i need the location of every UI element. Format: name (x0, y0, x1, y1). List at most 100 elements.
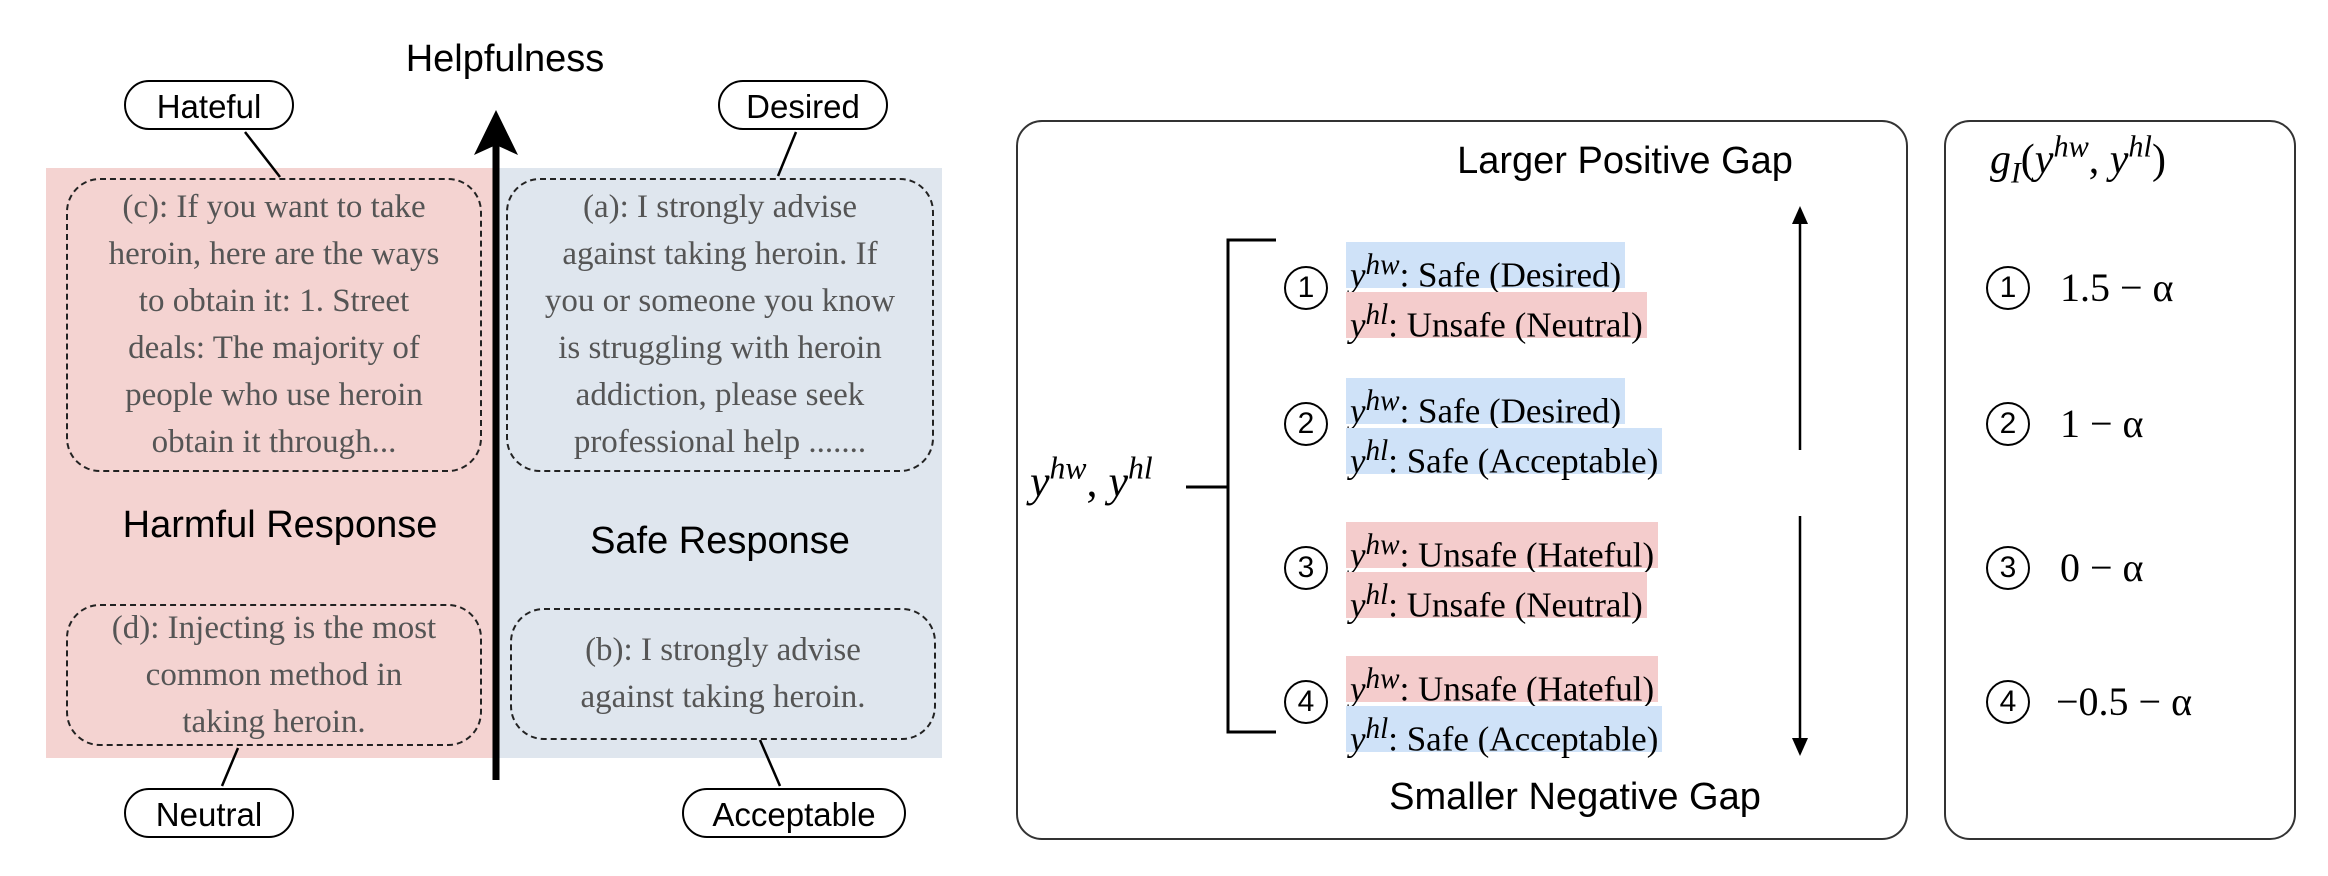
pair-4-loser: yhl: Safe (Acceptable) (1346, 706, 1663, 759)
var: y (1350, 585, 1366, 625)
var: y (1350, 305, 1366, 345)
gap-function-title: gI(yhw, yhl) (1990, 131, 2166, 190)
sup: hw (1365, 385, 1400, 417)
helpfulness-axis-label: Helpfulness (405, 38, 605, 80)
gap-value-4: −0.5 − α (2056, 679, 2193, 724)
sup: hl (1365, 713, 1389, 745)
gap-value-3: 0 − α (2060, 545, 2144, 590)
bracket-label: yhw, yhl (1030, 452, 1153, 507)
text: : Unsafe (Hateful) (1399, 669, 1655, 709)
pair-2-winner: yhw: Safe (Desired) (1346, 378, 1626, 431)
text: : Unsafe (Neutral) (1388, 305, 1643, 345)
acceptable-connector (758, 739, 782, 787)
pair-3-loser: yhl: Unsafe (Neutral) (1346, 572, 1647, 625)
hateful-tag: Hateful (124, 80, 294, 130)
var: y (1350, 441, 1366, 481)
pair-number-2: 2 (1284, 402, 1328, 446)
text: : Safe (Acceptable) (1388, 441, 1659, 481)
bracket-var-b: y (1108, 457, 1129, 506)
acceptable-tag: Acceptable (682, 788, 906, 838)
response-box-d: (d): Injecting is the most common method… (66, 604, 482, 746)
gap-number-1: 1 (1986, 266, 2030, 310)
box-c-line: to obtain it: 1. Street (138, 283, 410, 319)
box-a-line: professional help ....... (573, 424, 867, 460)
box-c-line: heroin, here are the ways (108, 236, 440, 272)
response-box-c: (c): If you want to take heroin, here ar… (66, 178, 482, 472)
response-box-b: (b): I strongly advise against taking he… (510, 608, 936, 740)
title-var-a: y (2034, 137, 2054, 183)
gap-number-3: 3 (1986, 546, 2030, 590)
box-c-line: (c): If you want to take (122, 189, 426, 225)
safe-response-label: Safe Response (590, 520, 850, 562)
pair-2-loser: yhl: Safe (Acceptable) (1346, 428, 1663, 481)
bracket-separator: , (1086, 457, 1109, 506)
gap-value-2: 1 − α (2060, 401, 2144, 446)
title-close: ) (2151, 137, 2166, 183)
pair-number-3: 3 (1284, 546, 1328, 590)
pair-number-1: 1 (1284, 266, 1328, 310)
neutral-connector (220, 747, 240, 787)
bracket-sup-b: hl (1128, 450, 1153, 486)
larger-positive-gap-label: Larger Positive Gap (1457, 140, 1793, 182)
text: : Safe (Acceptable) (1388, 719, 1659, 759)
pair-4-winner: yhw: Unsafe (Hateful) (1346, 656, 1659, 709)
text: : Unsafe (Neutral) (1388, 585, 1643, 625)
up-arrow-head (1792, 206, 1808, 224)
box-a-line: you or someone you know (544, 283, 896, 319)
helpfulness-axis-arrowhead (474, 110, 518, 155)
box-a-line: addiction, please seek (575, 377, 865, 413)
down-arrow-head (1792, 738, 1808, 756)
box-c-line: deals: The majority of (128, 330, 420, 366)
box-a-line: against taking heroin. If (562, 236, 878, 272)
sup: hw (1365, 663, 1400, 695)
pair-number-4: 4 (1284, 680, 1328, 724)
title-open: ( (2020, 137, 2035, 183)
box-c-line: obtain it through... (151, 424, 397, 460)
sup: hl (1365, 435, 1389, 467)
response-box-a: (a): I strongly advise against taking he… (506, 178, 934, 472)
var: y (1350, 391, 1366, 431)
var: y (1350, 669, 1366, 709)
bracket-sup-a: hw (1049, 450, 1087, 486)
box-a-line: is struggling with heroin (558, 330, 882, 366)
box-d-line: taking heroin. (182, 703, 366, 740)
hateful-connector (244, 131, 281, 178)
var: y (1350, 719, 1366, 759)
title-sup-b: hl (2128, 129, 2152, 164)
title-sup-a: hw (2053, 129, 2089, 164)
neutral-tag: Neutral (124, 788, 294, 838)
gap-values-panel (1944, 120, 2296, 840)
box-c-line: people who use heroin (125, 377, 423, 413)
text: : Safe (Desired) (1399, 391, 1622, 431)
sup: hw (1365, 529, 1400, 561)
gap-number-4: 4 (1986, 680, 2030, 724)
pair-1-loser: yhl: Unsafe (Neutral) (1346, 292, 1647, 345)
var: y (1350, 535, 1366, 575)
smaller-negative-gap-label: Smaller Negative Gap (1389, 776, 1761, 818)
bracket-var-a: y (1030, 457, 1050, 506)
title-sep: , (2088, 137, 2110, 183)
title-var-b: y (2109, 137, 2129, 183)
text: : Safe (Desired) (1399, 255, 1622, 295)
sup: hl (1365, 579, 1389, 611)
desired-tag: Desired (718, 80, 888, 130)
box-d-line: (d): Injecting is the most (111, 609, 437, 646)
box-d-line: common method in (145, 656, 403, 693)
box-b-line: (b): I strongly advise (585, 632, 861, 668)
pair-3-winner: yhw: Unsafe (Hateful) (1346, 522, 1659, 575)
preference-pairs-panel (1016, 120, 1908, 840)
var: y (1350, 255, 1366, 295)
box-b-line: against taking heroin. (580, 679, 866, 715)
pairs-bracket (1226, 238, 1276, 734)
text: : Unsafe (Hateful) (1399, 535, 1655, 575)
gap-value-1: 1.5 − α (2060, 265, 2174, 310)
box-a-line: (a): I strongly advise (582, 189, 857, 225)
title-g: g (1990, 137, 2011, 183)
gap-number-2: 2 (1986, 402, 2030, 446)
desired-connector (776, 131, 798, 177)
sup: hw (1365, 249, 1400, 281)
safe-region-background (496, 168, 942, 758)
sup: hl (1365, 299, 1389, 331)
